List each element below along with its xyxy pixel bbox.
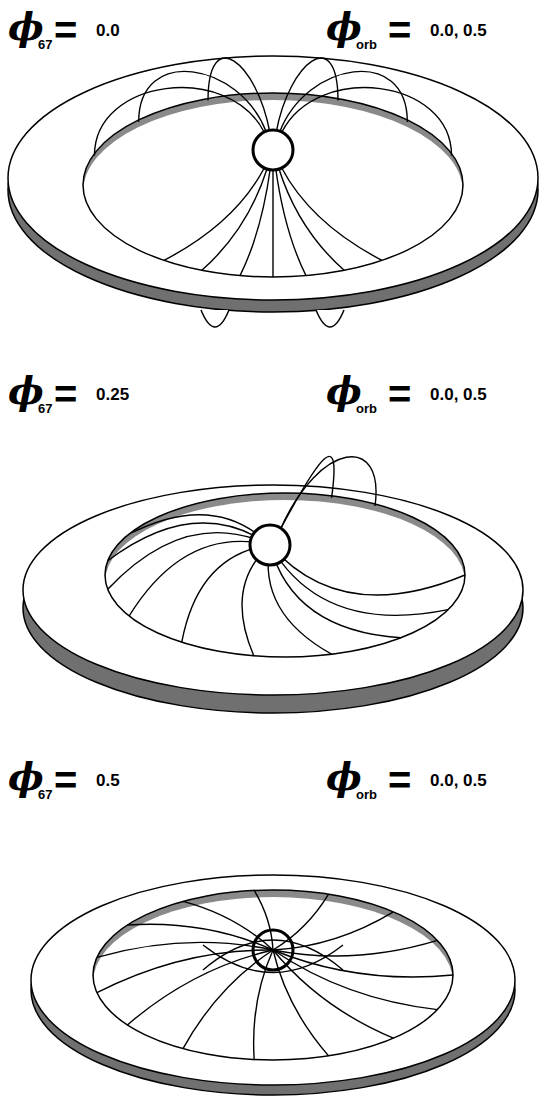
disk-surface [8,56,538,300]
phase-value: 0.0 [96,22,120,39]
field-line [276,168,306,276]
phase-subscript: 67 [38,402,52,415]
field-line [203,945,343,973]
disk-panel [31,875,515,1095]
disk-surface [31,875,515,1085]
neutron-star [250,525,290,565]
field-line [273,950,329,1056]
disk-panel [23,456,523,713]
field-line [270,545,465,595]
equals-sign: = [54,10,77,50]
field-line [272,168,273,277]
field-line [97,950,273,993]
equals-sign: = [388,760,411,800]
phase-value: 0.5 [96,772,120,789]
field-line [203,940,343,970]
field-line [164,168,264,260]
field-line [273,912,393,950]
phase-value: 0.0, 0.5 [430,386,487,403]
field-line [273,950,437,1010]
field-line [280,71,408,132]
phase-subscript: orb [356,402,377,415]
field-line [273,940,437,956]
disk-surface [23,485,523,695]
field-line [202,168,267,270]
field-line [139,71,267,132]
field-line [183,950,273,1049]
field-line [279,168,344,270]
inner-hole [93,897,453,1067]
inner-rim [83,93,463,277]
field-line [254,950,273,1060]
equals-sign: = [388,374,411,414]
field-line [108,533,270,590]
field-line [273,894,329,950]
field-loop-below [201,310,229,327]
field-line [127,950,273,1025]
field-loop-below [316,310,344,327]
field-line [208,58,270,132]
phase-value: 0.0, 0.5 [430,22,487,39]
field-line [129,515,270,545]
phase-subscript: orb [356,38,377,51]
neutron-star [253,130,293,170]
inner-rim [93,890,453,1060]
field-line [94,88,264,156]
field-line [280,457,376,530]
phase-value: 0.25 [96,386,129,403]
field-line [108,523,270,561]
field-line [183,901,273,950]
phase-subscript: 67 [38,788,52,801]
field-line [273,950,393,1038]
inner-hole [83,100,463,284]
field-line [282,88,452,156]
inner-hole [105,500,465,664]
field-line [127,924,273,950]
equals-sign: = [54,760,77,800]
equals-sign: = [388,10,411,50]
field-line [270,545,448,615]
disk-panel [8,56,538,327]
phase-subscript: 67 [38,38,52,51]
inner-rim [105,493,465,657]
equals-sign: = [54,374,77,414]
phase-subscript: orb [356,788,377,801]
phase-value: 0.0, 0.5 [430,772,487,789]
field-line [282,168,382,260]
field-line [270,545,401,638]
